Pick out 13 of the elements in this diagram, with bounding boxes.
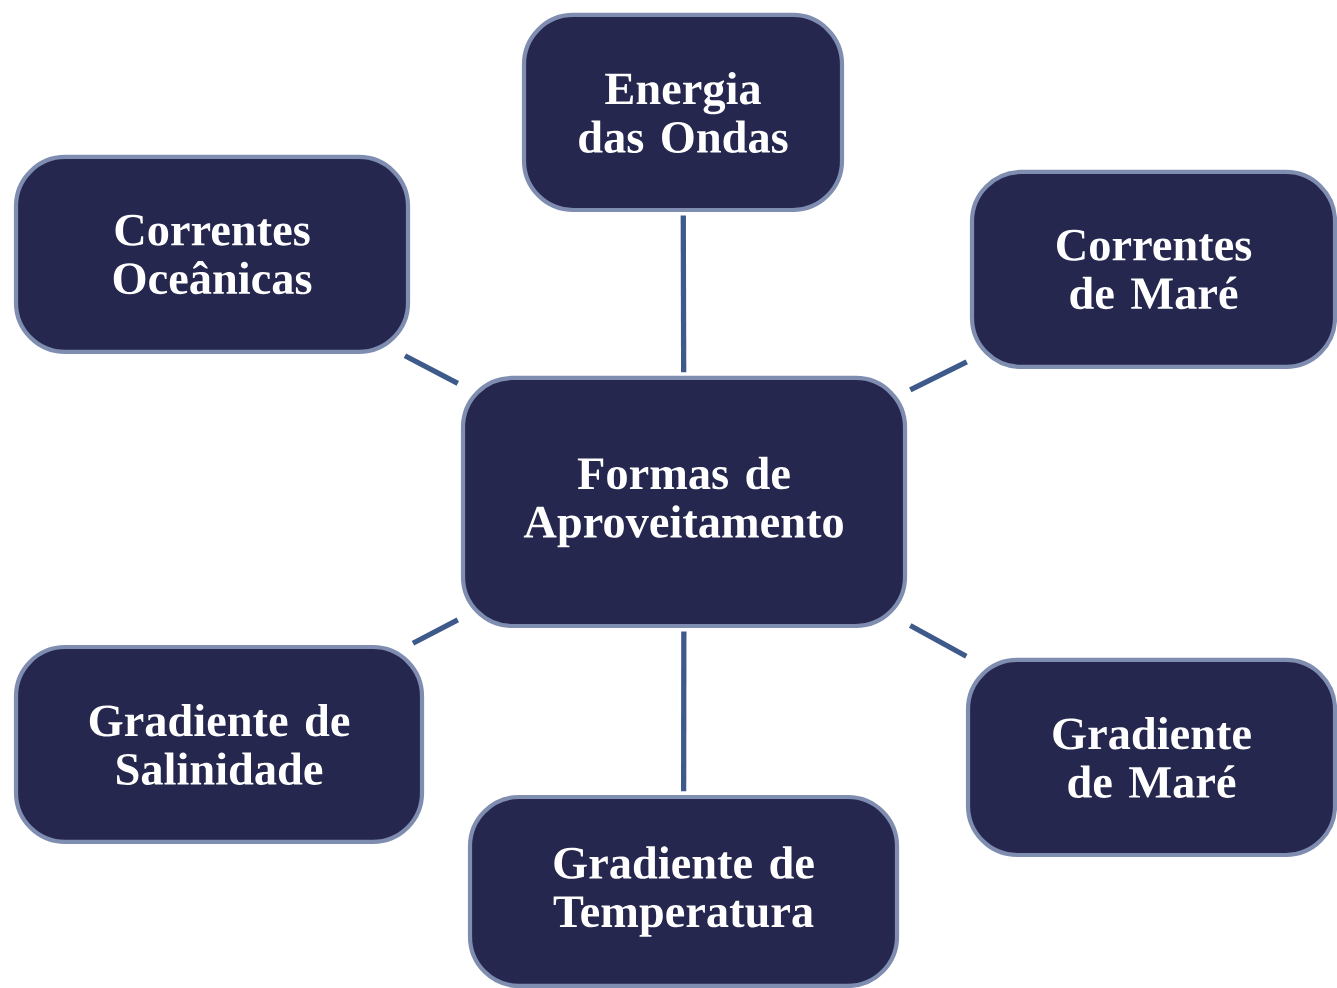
topic-box: Correntes de Maré	[969, 169, 1337, 370]
connector-line	[411, 617, 459, 646]
connector-line	[403, 353, 459, 386]
connector-line	[680, 215, 687, 373]
connector-line	[909, 359, 968, 393]
topic-box: Gradiente de Maré	[965, 657, 1337, 858]
topic-box: Formas de Aproveitamento	[460, 375, 908, 629]
topic-box: Correntes Oceânicas	[13, 154, 411, 355]
connector-line	[908, 623, 968, 659]
topic-box: Gradiente de Temperatura	[467, 794, 900, 988]
topic-box: Gradiente de Salinidade	[13, 644, 425, 845]
connector-line	[681, 631, 687, 792]
topic-box: Energia das Ondas	[521, 12, 845, 213]
